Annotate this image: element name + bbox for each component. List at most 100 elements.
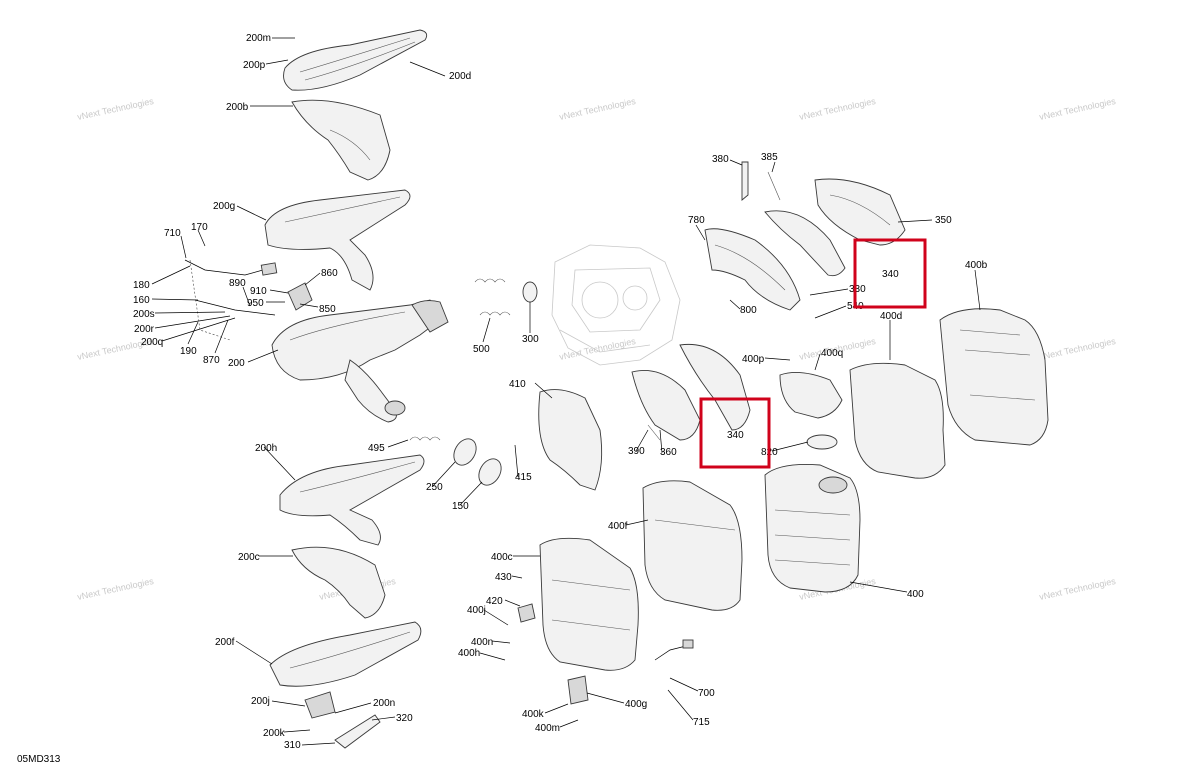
- callout-310: 310: [284, 740, 301, 751]
- callout-200: 200: [228, 358, 245, 369]
- callout-400h: 400h: [458, 648, 480, 659]
- callout-200c: 200c: [238, 552, 260, 563]
- callout-200h: 200h: [255, 443, 277, 454]
- muffler-cover-400c: [539, 537, 639, 671]
- callout-200s: 200s: [133, 309, 155, 320]
- callout-labels: 200m 200p 200d 200b 200g 710 170 180 890 910 860 16…: [133, 33, 988, 751]
- muffler-400: [764, 464, 861, 593]
- bracket-320: [334, 714, 381, 749]
- callout-170: 170: [191, 222, 208, 233]
- spring-390: [647, 424, 661, 441]
- heat-shield-340-upper: [764, 210, 846, 277]
- callout-390: 390: [628, 446, 645, 457]
- muffler-cover-400f: [642, 480, 743, 611]
- callout-200n: 200n: [373, 698, 395, 709]
- watermark: vNext Technologies: [1038, 336, 1117, 362]
- callout-330: 330: [849, 284, 866, 295]
- leader-lines: [151, 37, 981, 746]
- callout-400m: 400m: [535, 723, 560, 734]
- muffler-cover-400b: [939, 308, 1049, 446]
- heat-shield-200g: [264, 189, 411, 291]
- callout-400d: 400d: [880, 311, 902, 322]
- heat-shield-200c: [291, 546, 386, 619]
- watermark: vNext Technologies: [798, 96, 877, 122]
- highlight-box-340-lower: [699, 397, 771, 469]
- callout-400p: 400p: [742, 354, 765, 365]
- bracket-400g: [567, 675, 589, 705]
- callout-350: 350: [935, 215, 952, 226]
- gasket-820: [806, 434, 838, 450]
- part-shapes: [184, 29, 1049, 749]
- callout-430: 430: [495, 572, 512, 583]
- diagram-code: 05MD313: [17, 754, 61, 765]
- callout-340b: 340: [727, 430, 744, 441]
- callout-180: 180: [133, 280, 150, 291]
- callout-200g: 200g: [213, 201, 235, 212]
- clamp-150: [478, 458, 502, 486]
- callout-385: 385: [761, 152, 778, 163]
- callout-500: 500: [473, 344, 490, 355]
- callout-400: 400: [907, 589, 924, 600]
- clamp-250: [453, 438, 477, 466]
- muffler-cover-400d: [849, 362, 946, 479]
- callout-415: 415: [515, 472, 532, 483]
- callout-400q: 400q: [821, 348, 843, 359]
- watermark: vNext Technologies: [1038, 96, 1117, 122]
- callout-850: 850: [319, 304, 336, 315]
- callout-200f: 200f: [215, 637, 235, 648]
- callout-200b: 200b: [226, 102, 249, 113]
- callout-400j: 400j: [467, 605, 486, 616]
- callout-860: 860: [321, 268, 338, 279]
- callout-780: 780: [688, 215, 705, 226]
- callout-400b: 400b: [965, 260, 988, 271]
- bracket-200j: [304, 691, 336, 719]
- sensor-wire-710: [184, 259, 271, 276]
- callout-710: 710: [164, 228, 181, 239]
- callout-360: 360: [660, 447, 677, 458]
- callout-400c: 400c: [491, 552, 513, 563]
- heat-shield-350: [814, 178, 906, 246]
- callout-340a: 340: [882, 269, 899, 280]
- callout-495: 495: [368, 443, 385, 454]
- heat-shield-340-lower: [679, 343, 751, 431]
- callout-190: 190: [180, 346, 197, 357]
- heat-shield-200b: [291, 99, 391, 181]
- callout-400f: 400f: [608, 521, 628, 532]
- callout-420: 420: [486, 596, 503, 607]
- bracket-860: [287, 282, 313, 311]
- heat-shield-200d: [283, 29, 428, 91]
- engine-ghost-outline: [551, 244, 681, 366]
- watermark: vNext Technologies: [76, 96, 155, 122]
- muffler-bracket-400q: [779, 371, 843, 419]
- heat-shield-200h: [279, 454, 425, 546]
- mount-420: [517, 603, 536, 623]
- callout-700: 700: [698, 688, 715, 699]
- callout-380: 380: [712, 154, 729, 165]
- callout-200r: 200r: [134, 324, 155, 335]
- springs-500: [474, 278, 511, 316]
- callout-300: 300: [522, 334, 539, 345]
- callout-200d: 200d: [449, 71, 471, 82]
- highlight-box-340-upper: [853, 238, 927, 309]
- callout-715: 715: [693, 717, 710, 728]
- callout-200p: 200p: [243, 60, 266, 71]
- watermark: vNext Technologies: [558, 96, 637, 122]
- spring-495: [409, 436, 441, 441]
- callout-160: 160: [133, 295, 150, 306]
- callout-890: 890: [229, 278, 246, 289]
- callout-910: 910: [250, 286, 267, 297]
- callout-870: 870: [203, 355, 220, 366]
- callout-320: 320: [396, 713, 413, 724]
- callout-410: 410: [509, 379, 526, 390]
- callout-200m: 200m: [246, 33, 271, 44]
- callout-400g: 400g: [625, 699, 647, 710]
- watermark: vNext Technologies: [76, 576, 155, 602]
- callout-200q: 200q: [141, 337, 163, 348]
- spring-385: [767, 171, 781, 201]
- muffler-200: [271, 299, 441, 381]
- callout-800: 800: [740, 305, 757, 316]
- callout-400k: 400k: [522, 709, 545, 720]
- callout-400n: 400n: [471, 637, 493, 648]
- callout-250: 250: [426, 482, 443, 493]
- strap-380: [741, 161, 749, 201]
